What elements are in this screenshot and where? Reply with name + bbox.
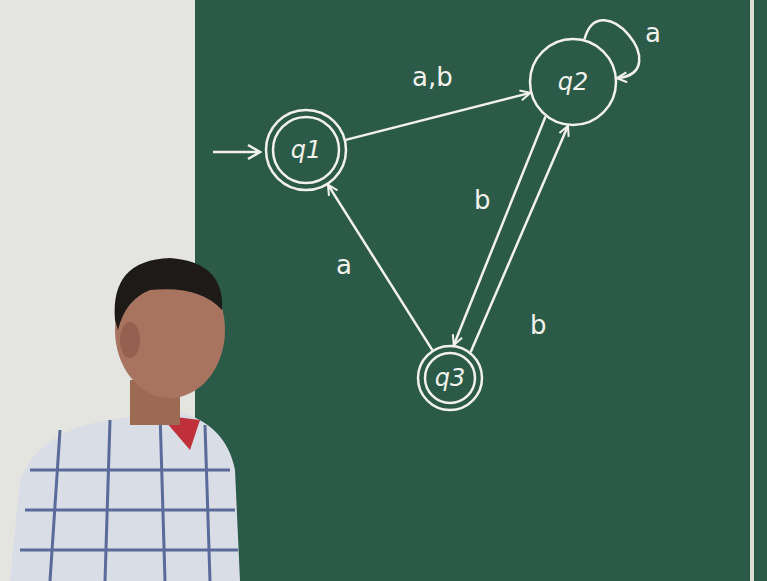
transition-arrow bbox=[471, 126, 568, 352]
transition-arrow bbox=[346, 93, 531, 140]
state-label-wrap: q3 bbox=[416, 344, 484, 412]
transition-arrow bbox=[328, 185, 432, 350]
transition-arrow bbox=[454, 116, 546, 345]
shirt-check bbox=[20, 412, 238, 581]
accept-state-circle: q1 bbox=[264, 108, 348, 192]
board-edge bbox=[750, 0, 754, 581]
transition-symbol: b bbox=[530, 310, 547, 340]
transition-symbol: a bbox=[645, 18, 661, 48]
state-label-wrap: q2 bbox=[528, 37, 618, 127]
state-circle: q2 bbox=[528, 37, 618, 127]
state-name: q1 bbox=[291, 136, 322, 164]
shirt bbox=[10, 410, 240, 581]
state-name: q2 bbox=[558, 68, 589, 96]
transition-symbol: a,b bbox=[412, 62, 453, 92]
lecturer-figure bbox=[10, 258, 240, 581]
transition-symbol: a bbox=[336, 250, 352, 280]
chalkboard bbox=[195, 0, 767, 581]
hair bbox=[115, 258, 223, 330]
state-label-wrap: q1 bbox=[264, 108, 348, 192]
accept-state-circle: q3 bbox=[416, 344, 484, 412]
self-loop-transition bbox=[584, 20, 639, 78]
start-arrow bbox=[213, 151, 258, 154]
state-name: q3 bbox=[435, 364, 466, 392]
ear bbox=[120, 322, 140, 358]
start-arrowhead bbox=[248, 145, 260, 159]
transition-symbol: b bbox=[474, 185, 491, 215]
